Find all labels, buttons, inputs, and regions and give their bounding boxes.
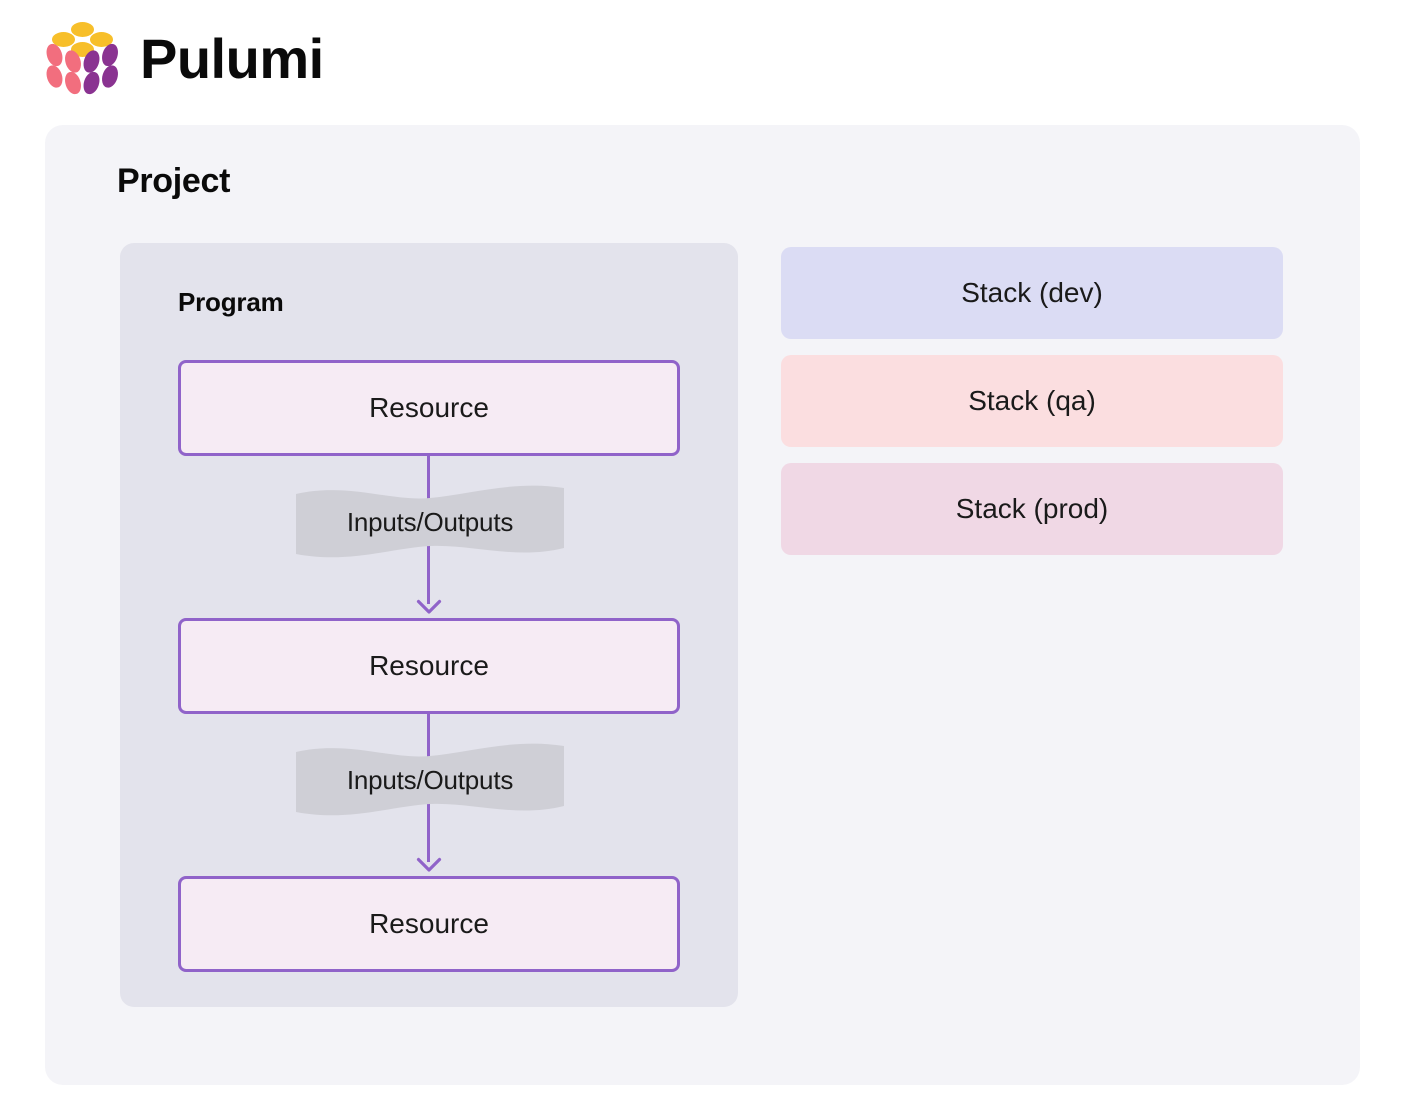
resource-box-3[interactable]: Resource: [178, 876, 680, 972]
stack-label: Stack (dev): [961, 277, 1103, 308]
stack-box-prod[interactable]: Stack (prod): [781, 463, 1283, 555]
resource-box-1[interactable]: Resource: [178, 360, 680, 456]
resource-box-2[interactable]: Resource: [178, 618, 680, 714]
resource-label: Resource: [369, 650, 489, 681]
stack-label: Stack (qa): [968, 385, 1096, 416]
resource-label: Resource: [369, 908, 489, 939]
connector-label: Inputs/Outputs: [346, 764, 514, 795]
pulumi-raspberry-logo-icon: [46, 22, 118, 95]
program-title: Program: [178, 287, 284, 317]
project-title: Project: [117, 162, 231, 200]
program-panel: Program Resource Inputs/Outputs Resource: [120, 243, 738, 1007]
inputs-outputs-ribbon: [296, 743, 564, 816]
connector-1: Inputs/Outputs: [178, 456, 680, 618]
project-panel: Project Program Resource Inputs/Outputs: [45, 125, 1360, 1085]
connector-label: Inputs/Outputs: [346, 506, 514, 537]
brand-name: Pulumi: [140, 27, 324, 90]
stacks-column: Stack (dev) Stack (qa) Stack (prod): [781, 247, 1283, 571]
stack-box-dev[interactable]: Stack (dev): [781, 247, 1283, 339]
brand-header: Pulumi: [42, 16, 324, 102]
arrow-down-icon: [416, 857, 442, 872]
resource-flow: Resource Inputs/Outputs Resource: [178, 360, 680, 972]
arrow-down-icon: [416, 599, 442, 614]
stack-label: Stack (prod): [955, 493, 1109, 524]
inputs-outputs-ribbon: [296, 485, 564, 558]
connector-2: Inputs/Outputs: [178, 714, 680, 876]
stack-box-qa[interactable]: Stack (qa): [781, 355, 1283, 447]
resource-label: Resource: [369, 392, 489, 423]
